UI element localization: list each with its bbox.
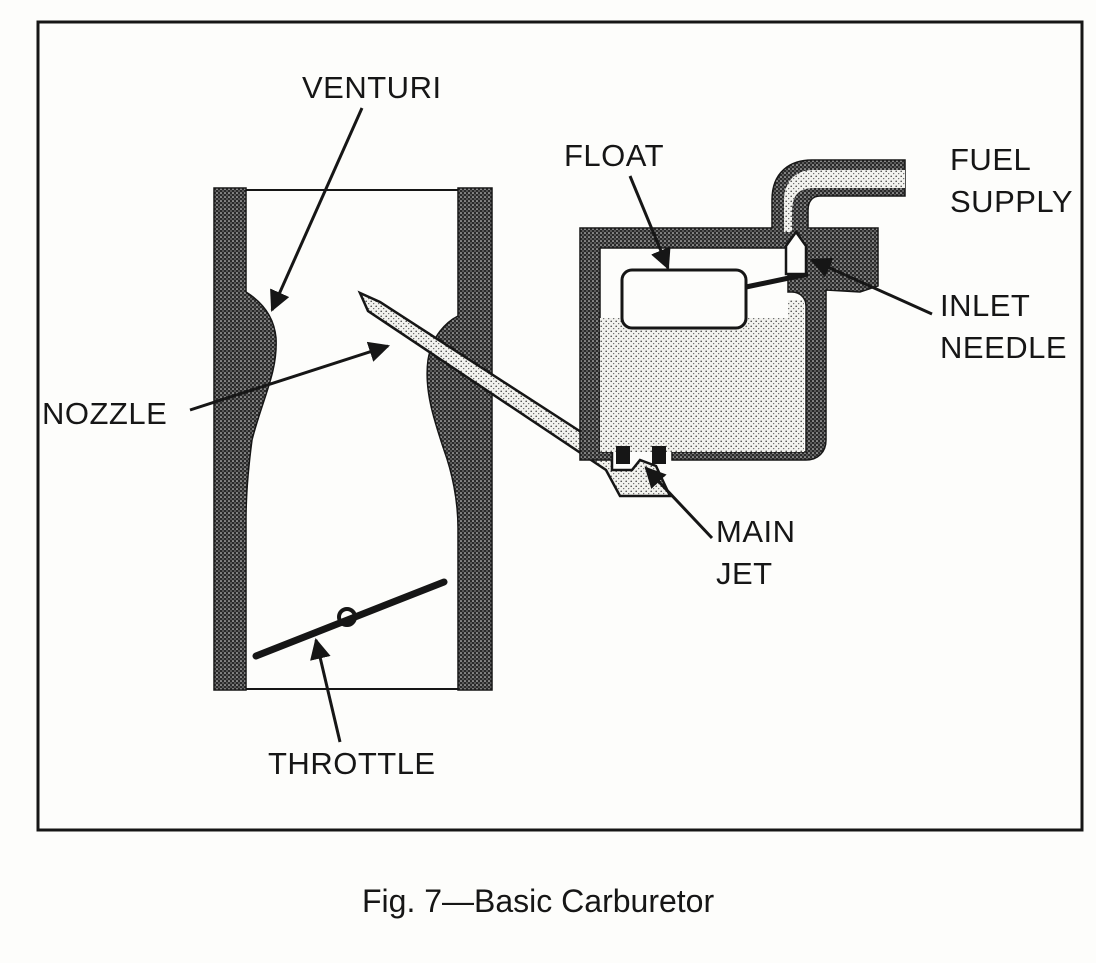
- float-arrow: [628, 175, 671, 270]
- figure-caption: Fig. 7—Basic Carburetor: [362, 883, 714, 919]
- inlet-needle: [784, 229, 808, 276]
- fuel-level: [600, 300, 804, 452]
- throttle-arrow: [310, 637, 342, 743]
- main-jet-left: [616, 446, 630, 464]
- nozzle-arrow: [189, 341, 390, 412]
- venturi-arrow: [270, 107, 364, 312]
- label-float: FLOAT: [564, 138, 664, 173]
- label-main-jet-line2: JET: [716, 556, 773, 591]
- barrel-left-wall: [213, 187, 277, 691]
- throttle-plate: [252, 578, 448, 660]
- main-jet-arrow: [644, 466, 714, 540]
- float-bowl-wall: [579, 159, 906, 461]
- label-fuel-supply-line2: SUPPLY: [950, 184, 1073, 219]
- throttle-shaft: [337, 607, 357, 627]
- label-nozzle: NOZZLE: [42, 396, 167, 431]
- label-fuel-supply-line1: FUEL: [950, 142, 1031, 177]
- label-venturi: VENTURI: [302, 70, 442, 105]
- label-main-jet-line1: MAIN: [716, 514, 796, 549]
- fuel-supply-passage: [784, 170, 905, 232]
- carburetor-barrel: [213, 187, 493, 691]
- float: [620, 268, 748, 330]
- float-arm: [745, 271, 809, 290]
- leader-lines: [189, 107, 933, 743]
- inlet-needle-arrow: [810, 258, 933, 316]
- label-throttle: THROTTLE: [268, 746, 436, 781]
- main-jet-right: [652, 446, 666, 464]
- barrel-right-wall: [426, 187, 493, 691]
- float-bowl: [579, 159, 906, 464]
- label-inlet-needle-line2: NEEDLE: [940, 330, 1067, 365]
- label-inlet-needle-line1: INLET: [940, 288, 1030, 323]
